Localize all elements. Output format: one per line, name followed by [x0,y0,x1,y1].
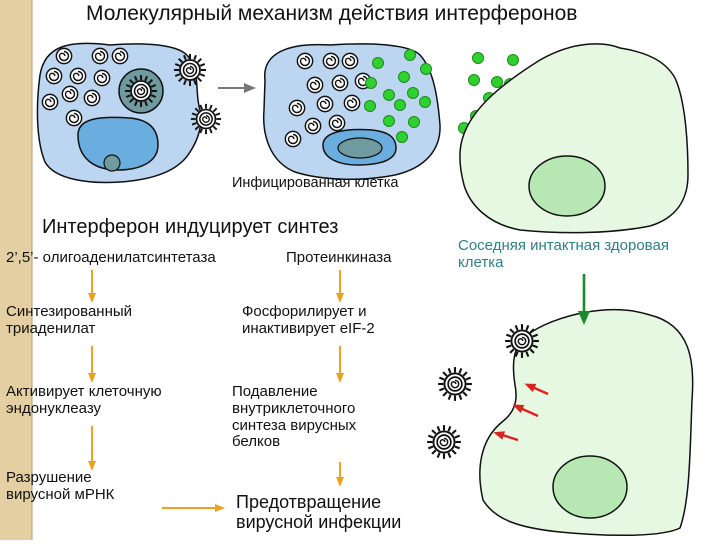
virus-icon [426,424,462,460]
viral-genome-icon [91,47,109,65]
nucleolus-2 [337,137,383,159]
viral-genome-icon [316,95,334,113]
outcome-label: Предотвращение вирусной инфекции [236,492,402,533]
viral-genome-icon [61,85,79,103]
blocked-entry-arrows [493,383,549,442]
endonuclease-label: Активирует клеточную эндонуклеазу [6,383,162,417]
virus-icon [437,366,473,402]
healthy-nucleus-top [528,155,606,217]
neighbor-cell-label: Соседняя интактная здоровая клетка [458,237,669,271]
protein-synthesis-label: Подавление внутриклеточного синтеза виру… [232,383,357,451]
side-bar [0,0,32,540]
viral-genome-icon [41,93,59,111]
healthy-nucleus-bottom [552,455,628,519]
virus-icon [173,53,207,87]
viral-genome-icon [65,109,83,127]
oas-enzyme-label: 2’,5’- олигоаденилатсинтетаза [6,249,216,266]
viral-genome-icon [328,114,346,132]
viral-genome-icon [55,47,73,65]
viral-genome-icon [322,52,340,70]
viral-genome-icon [69,67,87,85]
infected-cell-label: Инфицированная клетка [232,175,399,191]
virus-icon [189,102,223,136]
viral-genome-icon [304,117,322,135]
virus-icon [504,323,540,359]
nucleolus-1 [103,154,121,172]
viral-genome-icon [111,47,129,65]
diagram-title: Молекулярный механизм действия интерферо… [86,2,578,25]
eif2-label: Фосфорилирует и инактивирует eIF-2 [242,303,375,337]
viral-genome-icon [331,74,349,92]
viral-genome-icon [288,99,306,117]
viral-genome-icon [284,130,302,148]
viral-genome-icon [343,94,361,112]
viral-genome-icon [45,67,63,85]
protein-kinase-label: Протеинкиназа [286,249,392,266]
triadenylate-label: Синтезированный триаденилат [6,303,133,337]
virus-icon [124,74,158,108]
infected-cell-1 [36,42,202,184]
viral-genome-icon [93,69,111,87]
interferon-molecule-icon [364,49,432,143]
mrna-destruction-label: Разрушение вирусной мРНК [6,469,115,503]
viral-genome-icon [296,52,314,70]
viral-genome-icon [306,76,324,94]
infected-cell-2 [262,43,441,180]
induces-heading: Интерферон индуцирует синтез [42,216,339,238]
viral-genome-icon [341,52,359,70]
flow-arrows [88,270,344,512]
viral-genome-icon [83,89,101,107]
healthy-cell-top [459,43,689,234]
nucleus-1 [77,116,159,171]
healthy-cell-bottom [479,309,694,536]
